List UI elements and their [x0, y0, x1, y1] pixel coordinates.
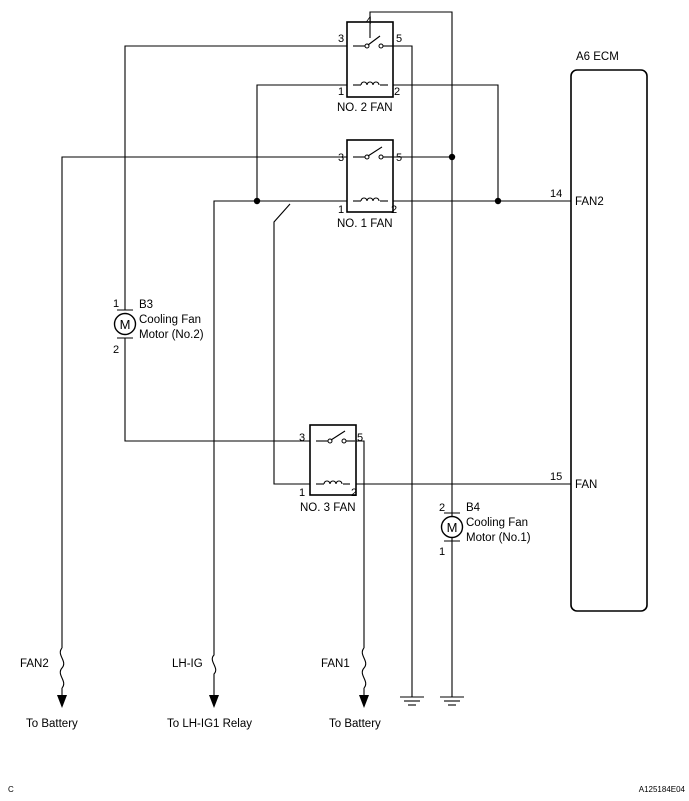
relay-no2-pin-1: 1: [338, 86, 344, 98]
fuse-lhig-destination: To LH-IG1 Relay: [167, 718, 252, 730]
relay-no3: 3 5 1 2 NO. 3 FAN: [299, 424, 363, 514]
relay-no1: 3 5 1 2 NO. 1 FAN: [337, 139, 402, 230]
fuse-lhig-icon: [211, 648, 217, 696]
junction-dot: [494, 197, 502, 205]
relay-no3-pin-3: 3: [299, 432, 305, 444]
motor-b4: M 2 1 B4 Cooling Fan Motor (No.1): [439, 502, 531, 558]
relay-no3-pin-1: 1: [299, 487, 305, 499]
fuse-fan1-destination: To Battery: [329, 718, 381, 730]
relay-no3-label: NO. 3 FAN: [300, 502, 356, 514]
wiring: [61, 11, 571, 697]
ecm-block: A6 ECM 14 FAN2 15 FAN: [550, 51, 648, 612]
junction-dots: [253, 153, 502, 205]
motor-b4-code: B4: [466, 502, 481, 514]
ecm-pin-15: 15: [550, 471, 562, 483]
relay-no2-pin-2: 2: [394, 86, 400, 98]
motor-b3: M 1 2 B3 Cooling Fan Motor (No.2): [113, 298, 204, 356]
motor-b3-pin-1: 1: [113, 298, 119, 310]
junction-dot: [448, 153, 456, 161]
ground-2: [440, 696, 464, 706]
motor-b3-symbol: M: [120, 317, 131, 332]
motor-b4-brushes: [444, 512, 460, 542]
arrow-down-icon: [209, 695, 219, 708]
relay-no1-outline: [346, 139, 394, 213]
relay-no1-label: NO. 1 FAN: [337, 218, 393, 230]
motor-b4-symbol: M: [447, 520, 458, 535]
fuse-fan1: FAN1 To Battery: [321, 647, 381, 730]
arrow-down-icon: [359, 695, 369, 708]
arrow-down-icon: [57, 695, 67, 708]
figure-code: A125184E04: [639, 785, 686, 794]
fuse-fan2: FAN2 To Battery: [20, 647, 78, 730]
fuse-lhig: LH-IG To LH-IG1 Relay: [167, 648, 252, 730]
fuse-fan1-label: FAN1: [321, 658, 350, 670]
ecm-fan-terminal: FAN: [575, 479, 597, 491]
motor-b4-pin-1: 1: [439, 546, 445, 558]
motor-b4-name-line2: Motor (No.1): [466, 532, 531, 544]
relay-no3-outline: [309, 424, 357, 496]
ground-1: [400, 696, 424, 706]
junction-dot: [253, 197, 261, 205]
ecm-outline: [570, 69, 648, 612]
motor-b3-brushes: [117, 309, 133, 339]
relay-no3-pin-2: 2: [351, 487, 357, 499]
fuse-fan1-icon: [361, 647, 367, 689]
motor-b4-name-line1: Cooling Fan: [466, 517, 528, 529]
ecm-fan2-terminal: FAN2: [575, 196, 604, 208]
fuse-fan2-icon: [59, 647, 65, 689]
fuse-lhig-label: LH-IG: [172, 658, 203, 670]
relay-no2-label: NO. 2 FAN: [337, 102, 393, 114]
fuse-fan2-label: FAN2: [20, 658, 49, 670]
motor-b4-icon: [440, 515, 464, 539]
ecm-pin-14: 14: [550, 188, 562, 200]
motor-b3-pin-2: 2: [113, 344, 119, 356]
relay-no1-pin-5: 5: [396, 152, 402, 164]
relay-no2-pin-4: 4: [366, 15, 372, 27]
motor-b3-name-line1: Cooling Fan: [139, 314, 201, 326]
relay-no2-pin-3: 3: [338, 33, 344, 45]
motor-b4-pin-2: 2: [439, 502, 445, 514]
ecm-title: A6 ECM: [576, 51, 619, 63]
relay-no1-pin-3: 3: [338, 152, 344, 164]
fuse-fan2-destination: To Battery: [26, 718, 78, 730]
motor-b3-icon: [113, 312, 137, 336]
corner-mark: C: [8, 785, 14, 794]
relay-no1-pin-1: 1: [338, 204, 344, 216]
motor-b3-code: B3: [139, 299, 153, 311]
relay-no1-pin-2: 2: [391, 204, 397, 216]
relay-no2-pin-5: 5: [396, 33, 402, 45]
relay-no2: 4 3 5 1 2 NO. 2 FAN: [337, 15, 402, 114]
motor-b3-name-line2: Motor (No.2): [139, 329, 204, 341]
relay-no3-pin-5: 5: [357, 432, 363, 444]
